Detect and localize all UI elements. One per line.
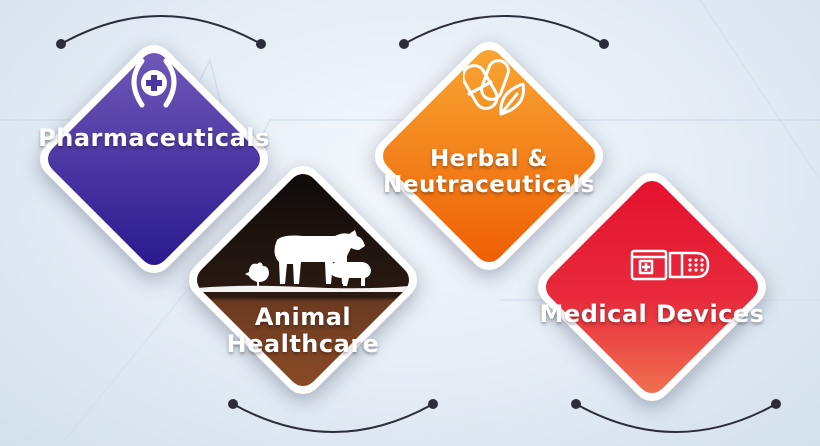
label-line: Pharmaceuticals xyxy=(38,124,270,152)
diamond-background xyxy=(40,45,268,273)
bottom-arc-left xyxy=(228,399,438,433)
label-line: Herbal & xyxy=(429,146,549,172)
livestock-icon xyxy=(245,230,371,286)
label-line: Healthcare xyxy=(226,330,380,358)
top-arc-left xyxy=(56,15,266,49)
tile-medical-devices[interactable]: Medical Devices xyxy=(532,167,772,407)
medical-device-icon xyxy=(630,249,710,281)
tile-herbal-neutraceuticals[interactable]: Herbal & Neutraceuticals xyxy=(369,36,609,276)
tile-pharmaceuticals[interactable]: Pharmaceuticals xyxy=(34,39,274,279)
label-line: Medical Devices xyxy=(539,300,765,328)
tile-label: Animal Healthcare xyxy=(183,304,423,358)
tile-label: Pharmaceuticals xyxy=(34,125,274,152)
tile-label: Medical Devices xyxy=(532,301,772,328)
capsule-leaf-icon xyxy=(463,59,526,116)
bottom-arc-right xyxy=(571,399,781,433)
diamond-background xyxy=(189,166,417,394)
label-line: Animal xyxy=(254,303,352,331)
pharma-cross-icon xyxy=(131,58,177,108)
tile-animal-healthcare[interactable]: Animal Healthcare xyxy=(183,160,423,400)
tile-label: Herbal & Neutraceuticals xyxy=(369,146,609,198)
diamond-background xyxy=(538,173,766,401)
top-arc-right xyxy=(399,15,609,49)
label-line: Neutraceuticals xyxy=(383,172,595,198)
diamond-background xyxy=(375,42,603,270)
